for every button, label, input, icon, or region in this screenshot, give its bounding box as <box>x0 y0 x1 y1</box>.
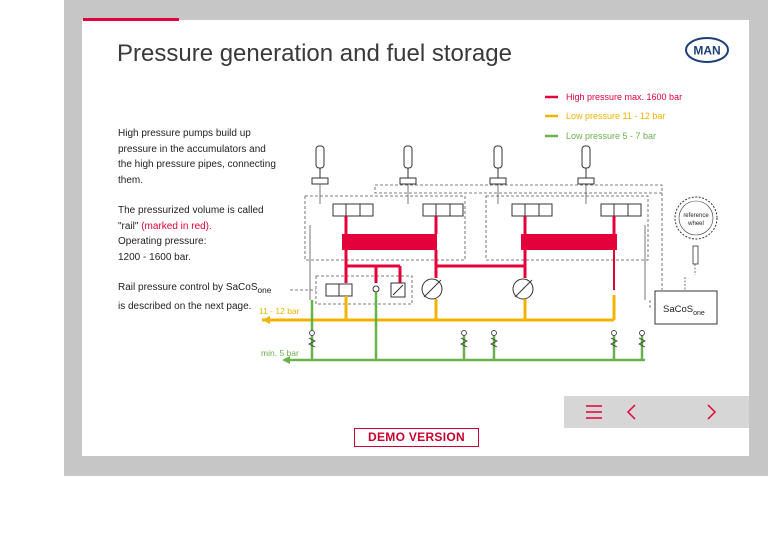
description-text: High pressure pumps build up pressure in… <box>118 126 278 329</box>
pressure-control-unit <box>325 282 406 298</box>
label-11-12-bar: 11 - 12 bar <box>259 306 300 316</box>
paragraph-rail: The pressurized volume is called "rail" … <box>118 205 264 263</box>
injector-3 <box>489 145 507 185</box>
legend: High pressure max. 1600 bar Low pressure… <box>545 92 682 141</box>
valves <box>332 203 642 217</box>
dashed-boxes <box>304 184 663 305</box>
menu-icon <box>586 405 602 419</box>
reference-wheel: reference wheel <box>674 196 718 291</box>
yellow-arrow-icon <box>262 316 270 324</box>
sacos-controller: SaCoSone <box>654 290 718 325</box>
control-lines <box>290 184 663 310</box>
high-pressure-system <box>342 216 617 290</box>
legend-low-11: Low pressure 11 - 12 bar <box>566 111 665 121</box>
injector-1 <box>311 145 329 185</box>
menu-button[interactable] <box>576 396 616 428</box>
reference-wheel-label-2: wheel <box>687 221 704 227</box>
paragraph-pumps: High pressure pumps build up pressure in… <box>118 128 276 186</box>
navigation-bar <box>564 396 749 428</box>
high-pressure-pumps <box>421 278 534 300</box>
rail-highlight: (marked in red). <box>141 220 212 232</box>
next-button[interactable] <box>692 396 732 428</box>
injectors <box>311 145 595 185</box>
legend-low-5: Low pressure 5 - 7 bar <box>566 131 656 141</box>
logo-text: MAN <box>693 44 720 58</box>
injector-2 <box>399 145 417 185</box>
legend-high: High pressure max. 1600 bar <box>566 92 682 102</box>
green-arrow-icon <box>282 356 290 364</box>
title-accent-bar <box>83 18 179 21</box>
man-logo: MAN <box>685 37 729 63</box>
demo-version-badge: DEMO VERSION <box>354 428 479 447</box>
previous-button[interactable] <box>616 396 656 428</box>
chevron-right-icon <box>707 404 717 420</box>
chevron-left-icon <box>626 404 636 420</box>
paragraph-control: Rail pressure control by SaCoSone is des… <box>118 282 272 312</box>
slide-title: Pressure generation and fuel storage <box>117 40 512 67</box>
sacos-label: SaCoS <box>663 304 693 315</box>
svg-text:SaCoSone: SaCoSone <box>663 304 705 317</box>
check-valves <box>308 330 646 348</box>
reference-wheel-label-1: reference <box>683 213 709 219</box>
low-pressure-11-line <box>262 295 616 322</box>
injector-4 <box>577 145 595 185</box>
low-pressure-5-line <box>290 292 645 362</box>
label-min-5-bar: min. 5 bar <box>261 348 299 358</box>
